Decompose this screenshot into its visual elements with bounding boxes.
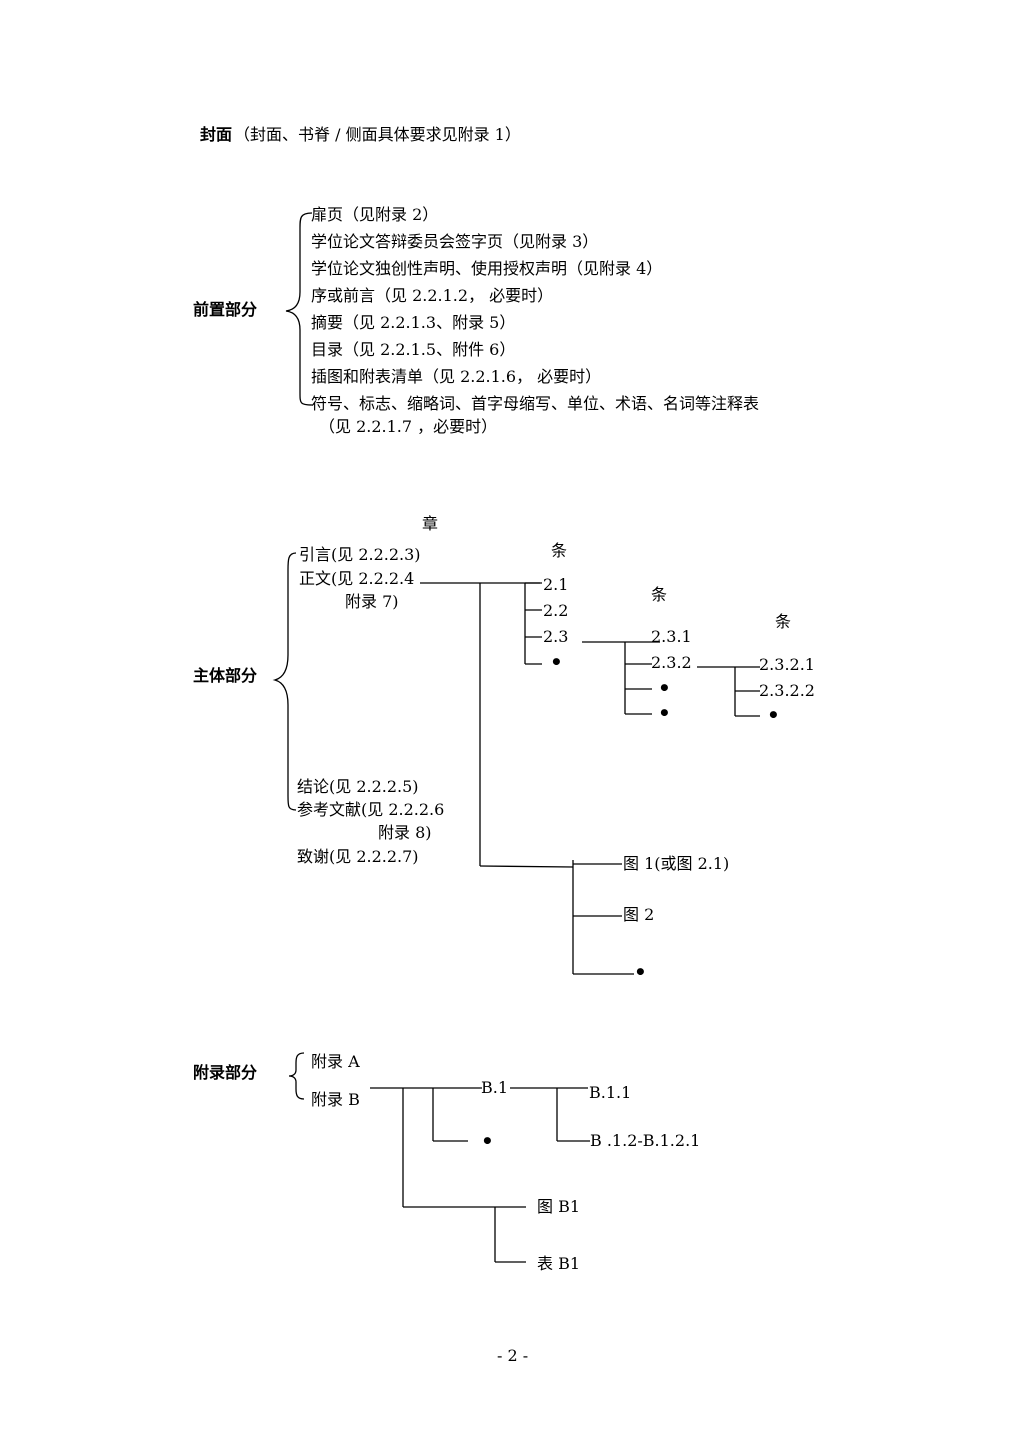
subsection-item: 2.3.2 — [651, 653, 692, 672]
front-item: 符号、标志、缩略词、首字母缩写、单位、术语、名词等注释表 — [311, 394, 760, 413]
appendix-b12: B .1.2-B.1.2.1 — [590, 1131, 701, 1150]
front-item: 学位论文独创性声明、使用授权声明（见附录 4） — [311, 259, 663, 278]
front-item: 插图和附表清单（见 2.2.1.6， 必要时） — [311, 367, 602, 386]
front-label: 前置部分 — [193, 300, 258, 319]
figure-item: 图 1(或图 2.1) — [623, 854, 730, 873]
main-body-appendix: 附录 7) — [345, 592, 399, 611]
subsection-item: 2.3.1 — [651, 627, 692, 646]
main-intro: 引言(见 2.2.2.3) — [299, 545, 421, 564]
figure-item: • — [634, 960, 647, 984]
main-conclusion: 结论(见 2.2.2.5) — [297, 777, 419, 796]
front-item: 序或前言（见 2.2.1.2， 必要时） — [311, 286, 554, 305]
subsubsection-item: 2.3.2.1 — [759, 655, 815, 674]
appendix-label: 附录部分 — [193, 1063, 258, 1082]
cover-label: 封面 — [200, 125, 233, 144]
front-item: （见 2.2.1.7 ，必要时） — [319, 417, 498, 436]
main-references-appendix: 附录 8) — [378, 823, 432, 842]
level-chapter: 章 — [422, 514, 439, 533]
front-brace — [285, 212, 313, 406]
section-item: 2.3 — [543, 627, 569, 646]
main-label: 主体部分 — [193, 666, 258, 685]
front-item: 学位论文答辩委员会签字页（见附录 3） — [311, 232, 599, 251]
appendix-b-dot: • — [481, 1129, 494, 1153]
figure-hline — [479, 865, 574, 868]
main-acknowledgement: 致谢(见 2.2.2.7) — [297, 847, 419, 866]
front-item: 摘要（见 2.2.1.3、附录 5） — [311, 313, 516, 332]
front-item: 目录（见 2.2.1.5、附件 6） — [311, 340, 516, 359]
level-section: 条 — [551, 541, 568, 560]
appendix-b11: B.1.1 — [589, 1083, 632, 1102]
main-brace — [272, 552, 297, 811]
level-subsection: 条 — [651, 585, 668, 604]
appendix-b1: B.1 — [481, 1078, 509, 1097]
section-item: 2.2 — [543, 601, 569, 620]
appendix-brace — [288, 1052, 305, 1100]
appendix-a: 附录 A — [311, 1052, 360, 1071]
subsubsection-item: 2.3.2.2 — [759, 681, 815, 700]
page-number: - 2 - — [497, 1346, 529, 1365]
appendix-table: 表 B1 — [537, 1254, 581, 1273]
figure-item: 图 2 — [623, 905, 655, 924]
main-body: 正文(见 2.2.2.4 — [299, 569, 415, 588]
front-item: 扉页（见附录 2） — [311, 205, 439, 224]
appendix-b: 附录 B — [311, 1090, 360, 1109]
subsubsection-item: • — [767, 703, 780, 727]
subsection-item: • — [658, 676, 671, 700]
level-subsubsection: 条 — [775, 612, 792, 631]
section-item: 2.1 — [543, 575, 569, 594]
cover-note: （封面、书脊 / 侧面具体要求见附录 1） — [234, 125, 521, 144]
section-item: • — [550, 650, 563, 674]
main-references: 参考文献(见 2.2.2.6 — [297, 800, 445, 819]
subsection-item: • — [658, 701, 671, 725]
appendix-figure: 图 B1 — [537, 1197, 581, 1216]
